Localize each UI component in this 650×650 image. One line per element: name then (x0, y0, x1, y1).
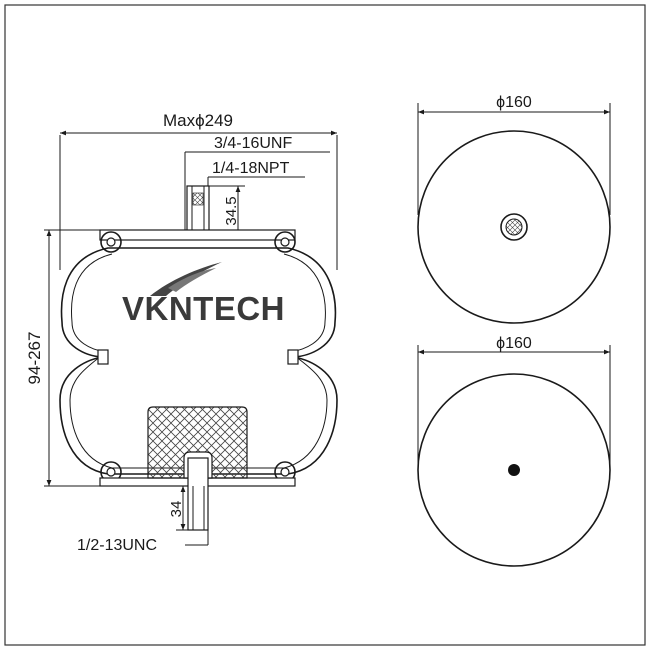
max-diameter-dimension: Maxϕ249 (59, 111, 338, 270)
girdle-clip-left (97, 349, 109, 365)
brand-logo: VKNTECH (122, 262, 285, 327)
top-view: ϕ160 (417, 94, 611, 324)
bottom-thread-callout: 1/2-13UNC (77, 530, 209, 554)
bottom-stud-dot (508, 464, 520, 476)
top-fitting-callouts: 3/4-16UNF 1/4-18NPT (184, 135, 330, 238)
height-dimension: 94-267 (25, 229, 100, 487)
side-view: Maxϕ249 3/4-16UNF 1/4-18NPT 34.5 (25, 111, 338, 554)
drawing-border (4, 4, 646, 646)
top-stud-length-label: 34.5 (223, 196, 240, 225)
top-thread-label: 3/4-16UNF (214, 135, 292, 152)
top-fitting-outer (500, 213, 528, 241)
top-stud (186, 185, 210, 237)
bottom-plate-circle (417, 373, 611, 567)
bottom-view: ϕ160 (417, 335, 611, 567)
bottom-stud-length-label: 34 (168, 501, 185, 518)
bottom-stud-length-dimension: 34 (168, 485, 188, 531)
top-stud-length-dimension: 34.5 (209, 185, 245, 237)
bead-rings (100, 231, 296, 483)
height-range-label: 94-267 (25, 332, 44, 385)
air-fitting-label: 1/4-18NPT (212, 160, 290, 177)
brand-name: VKNTECH (122, 290, 285, 327)
max-diameter-label: Maxϕ249 (163, 111, 233, 130)
top-fitting-inner (505, 218, 523, 236)
top-plate-circle (417, 130, 611, 324)
top-plate (99, 229, 296, 241)
girdle-clip-right (287, 349, 299, 365)
bottom-view-diameter-label: ϕ160 (496, 335, 532, 352)
bottom-stud (187, 457, 209, 531)
top-view-diameter-label: ϕ160 (496, 94, 532, 111)
bottom-thread-label: 1/2-13UNC (77, 537, 157, 554)
